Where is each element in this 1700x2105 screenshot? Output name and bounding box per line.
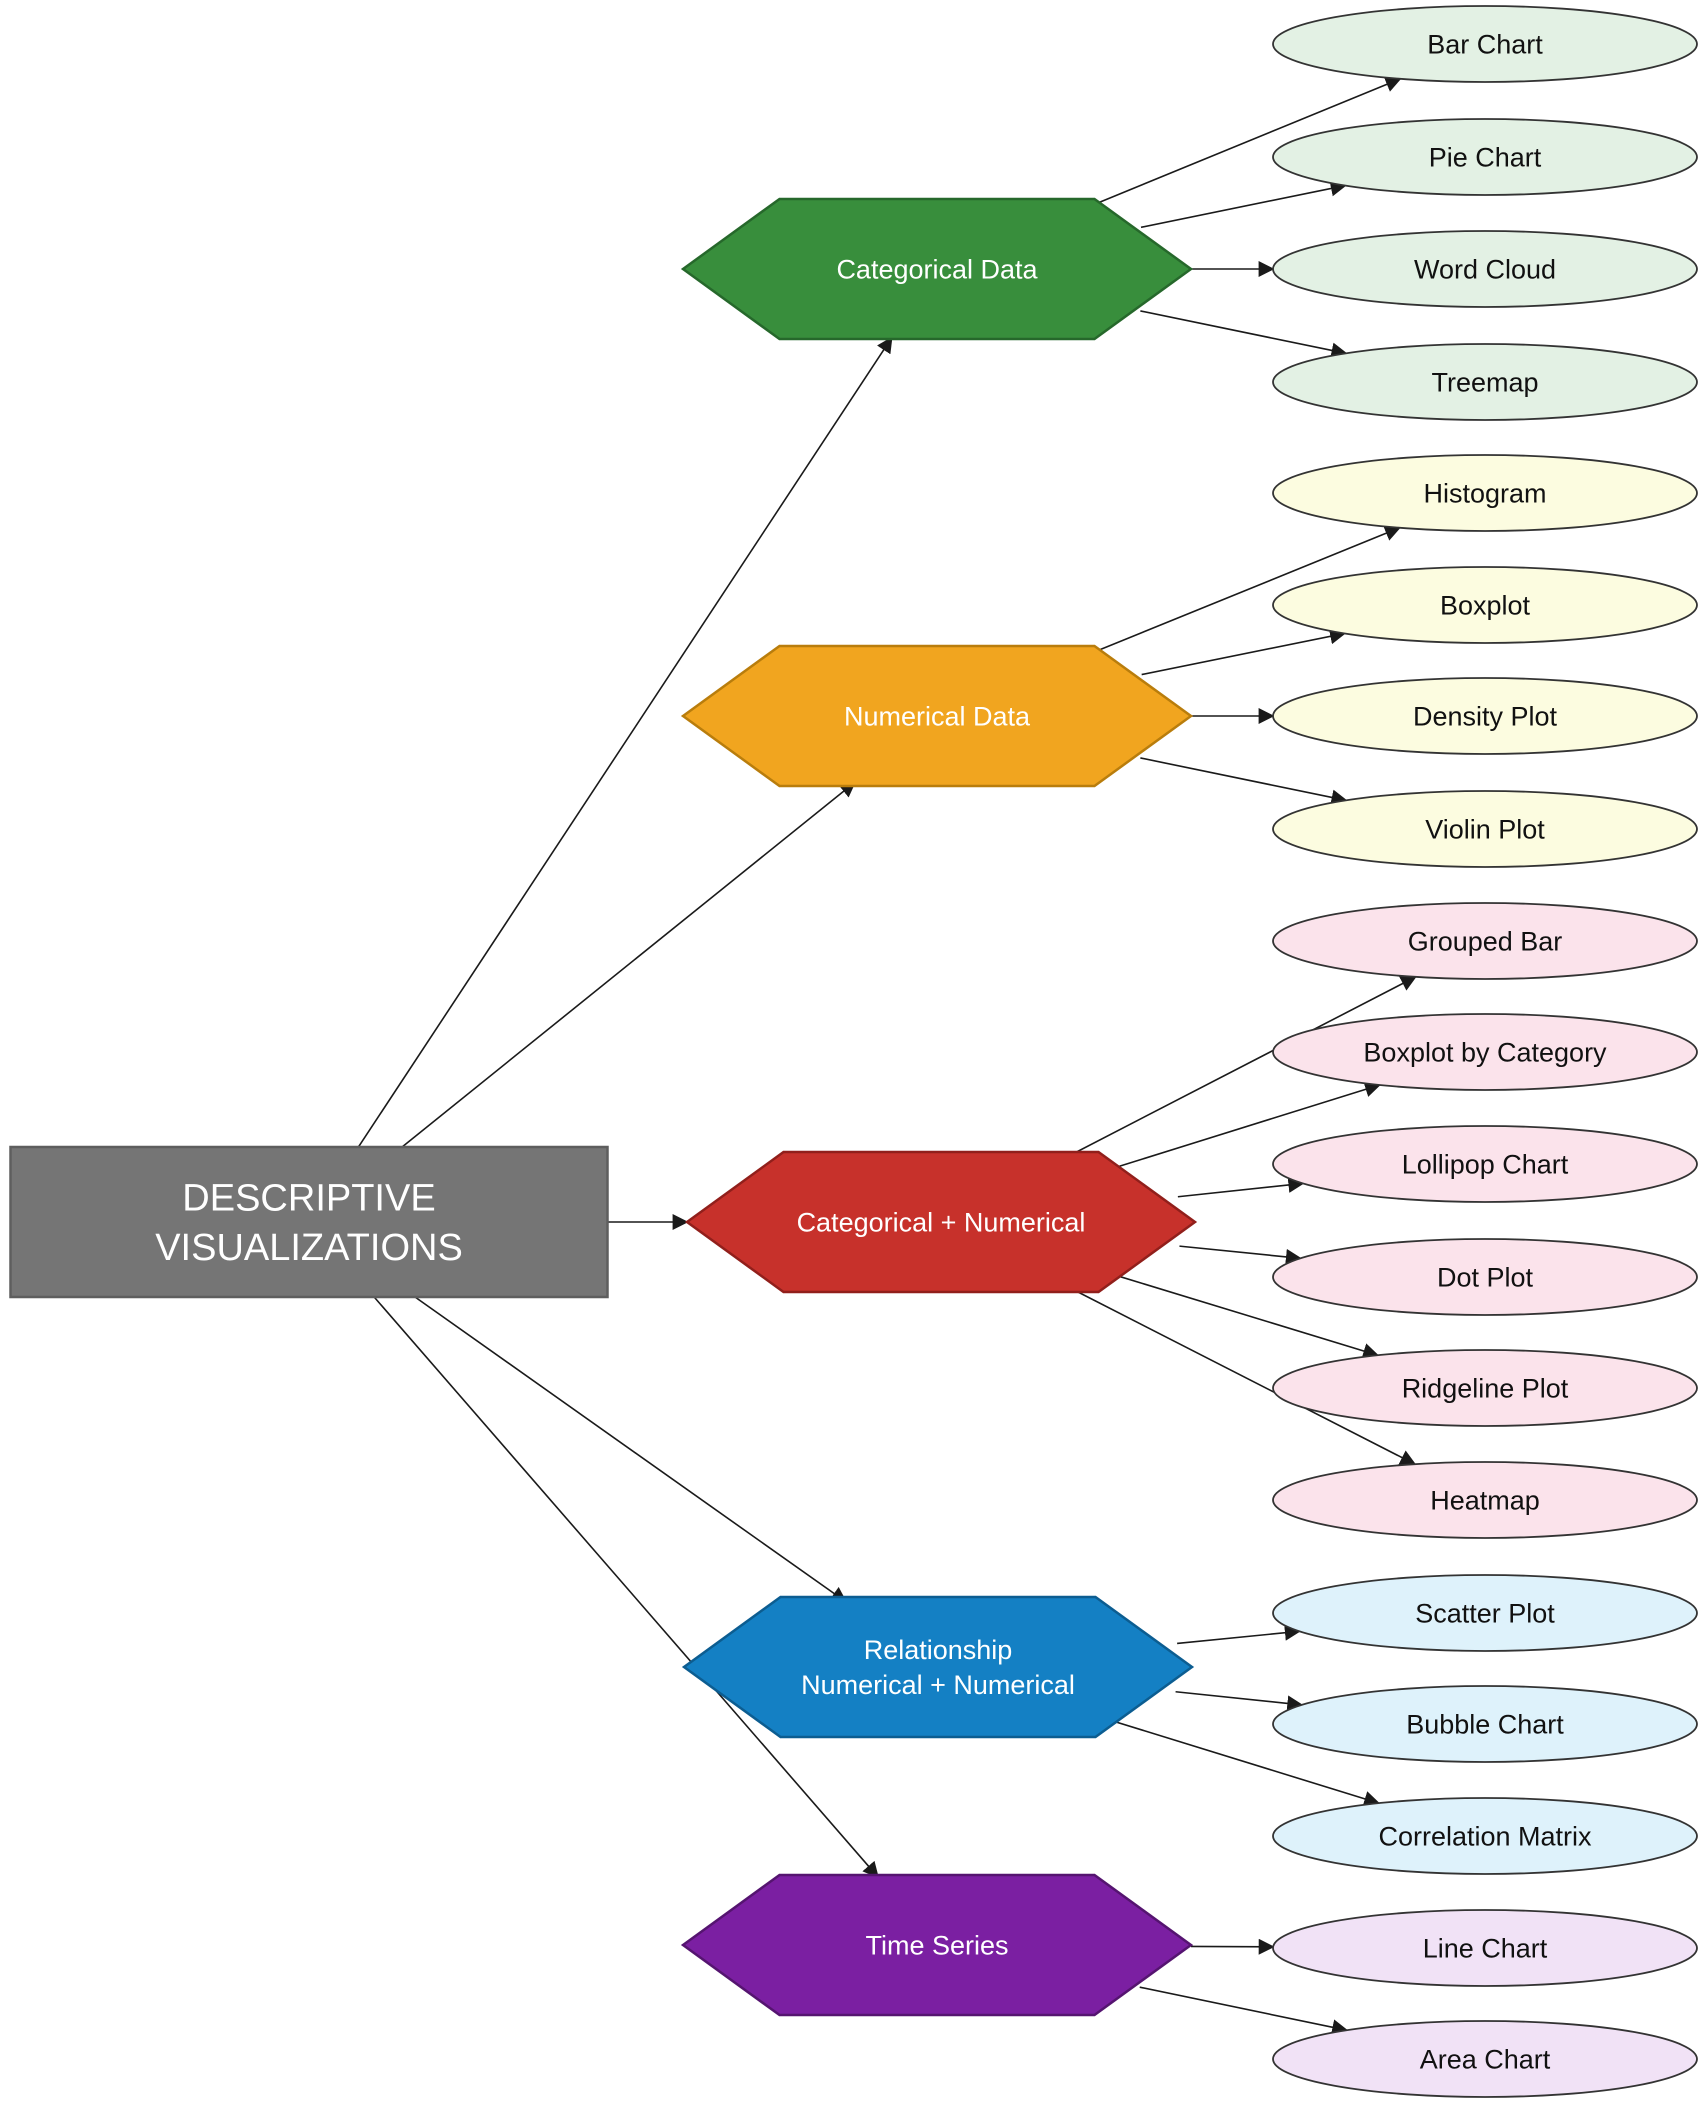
node-relationship-numerical-numerical bbox=[684, 1597, 1192, 1737]
node-root bbox=[11, 1147, 608, 1297]
node-boxplot-by-category-label: Boxplot by Category bbox=[1363, 1037, 1607, 1067]
node-relationship-numerical-numerical-shape bbox=[684, 1597, 1192, 1737]
node-categorical-plus-numerical-label: Categorical + Numerical bbox=[797, 1207, 1086, 1237]
node-numerical-data-label: Numerical Data bbox=[844, 701, 1031, 731]
node-correlation-matrix-label: Correlation Matrix bbox=[1378, 1821, 1592, 1851]
node-ridgeline-plot-label: Ridgeline Plot bbox=[1402, 1373, 1569, 1403]
node-boxplot-label: Boxplot bbox=[1440, 590, 1531, 620]
node-scatter-plot-label: Scatter Plot bbox=[1415, 1598, 1555, 1628]
node-time-series-label: Time Series bbox=[865, 1930, 1008, 1960]
edge-categorical-data-to-treemap bbox=[1140, 311, 1346, 353]
node-violin-plot-label: Violin Plot bbox=[1425, 814, 1545, 844]
node-density-plot-label: Density Plot bbox=[1413, 701, 1558, 731]
edge-categorical-plus-numerical-to-dot-plot bbox=[1179, 1246, 1300, 1258]
edge-numerical-data-to-boxplot bbox=[1142, 633, 1345, 674]
node-bubble-chart-label: Bubble Chart bbox=[1406, 1709, 1564, 1739]
edge-relationship-numerical-numerical-to-scatter-plot bbox=[1177, 1631, 1299, 1643]
node-heatmap-label: Heatmap bbox=[1430, 1485, 1540, 1515]
node-word-cloud-label: Word Cloud bbox=[1414, 254, 1556, 284]
edge-categorical-data-to-pie-chart bbox=[1141, 186, 1345, 228]
edge-relationship-numerical-numerical-to-bubble-chart bbox=[1176, 1692, 1302, 1705]
edge-root-to-relationship-numerical-numerical bbox=[415, 1297, 846, 1602]
edge-numerical-data-to-violin-plot bbox=[1140, 758, 1346, 800]
node-area-chart-label: Area Chart bbox=[1420, 2044, 1551, 2074]
node-lollipop-chart-label: Lollipop Chart bbox=[1402, 1149, 1569, 1179]
node-bar-chart-label: Bar Chart bbox=[1427, 29, 1543, 59]
edge-root-to-numerical-data bbox=[402, 782, 855, 1147]
node-dot-plot-label: Dot Plot bbox=[1437, 1262, 1534, 1292]
edge-categorical-plus-numerical-to-lollipop-chart bbox=[1178, 1183, 1303, 1196]
node-grouped-bar-label: Grouped Bar bbox=[1408, 926, 1563, 956]
node-pie-chart-label: Pie Chart bbox=[1429, 142, 1542, 172]
node-categorical-data-label: Categorical Data bbox=[836, 254, 1038, 284]
node-line-chart-label: Line Chart bbox=[1423, 1933, 1548, 1963]
node-histogram-label: Histogram bbox=[1423, 478, 1546, 508]
edge-root-to-time-series bbox=[374, 1297, 878, 1877]
edge-time-series-to-area-chart bbox=[1140, 1987, 1347, 2030]
root-node-shape bbox=[11, 1147, 608, 1297]
node-treemap-label: Treemap bbox=[1431, 367, 1538, 397]
